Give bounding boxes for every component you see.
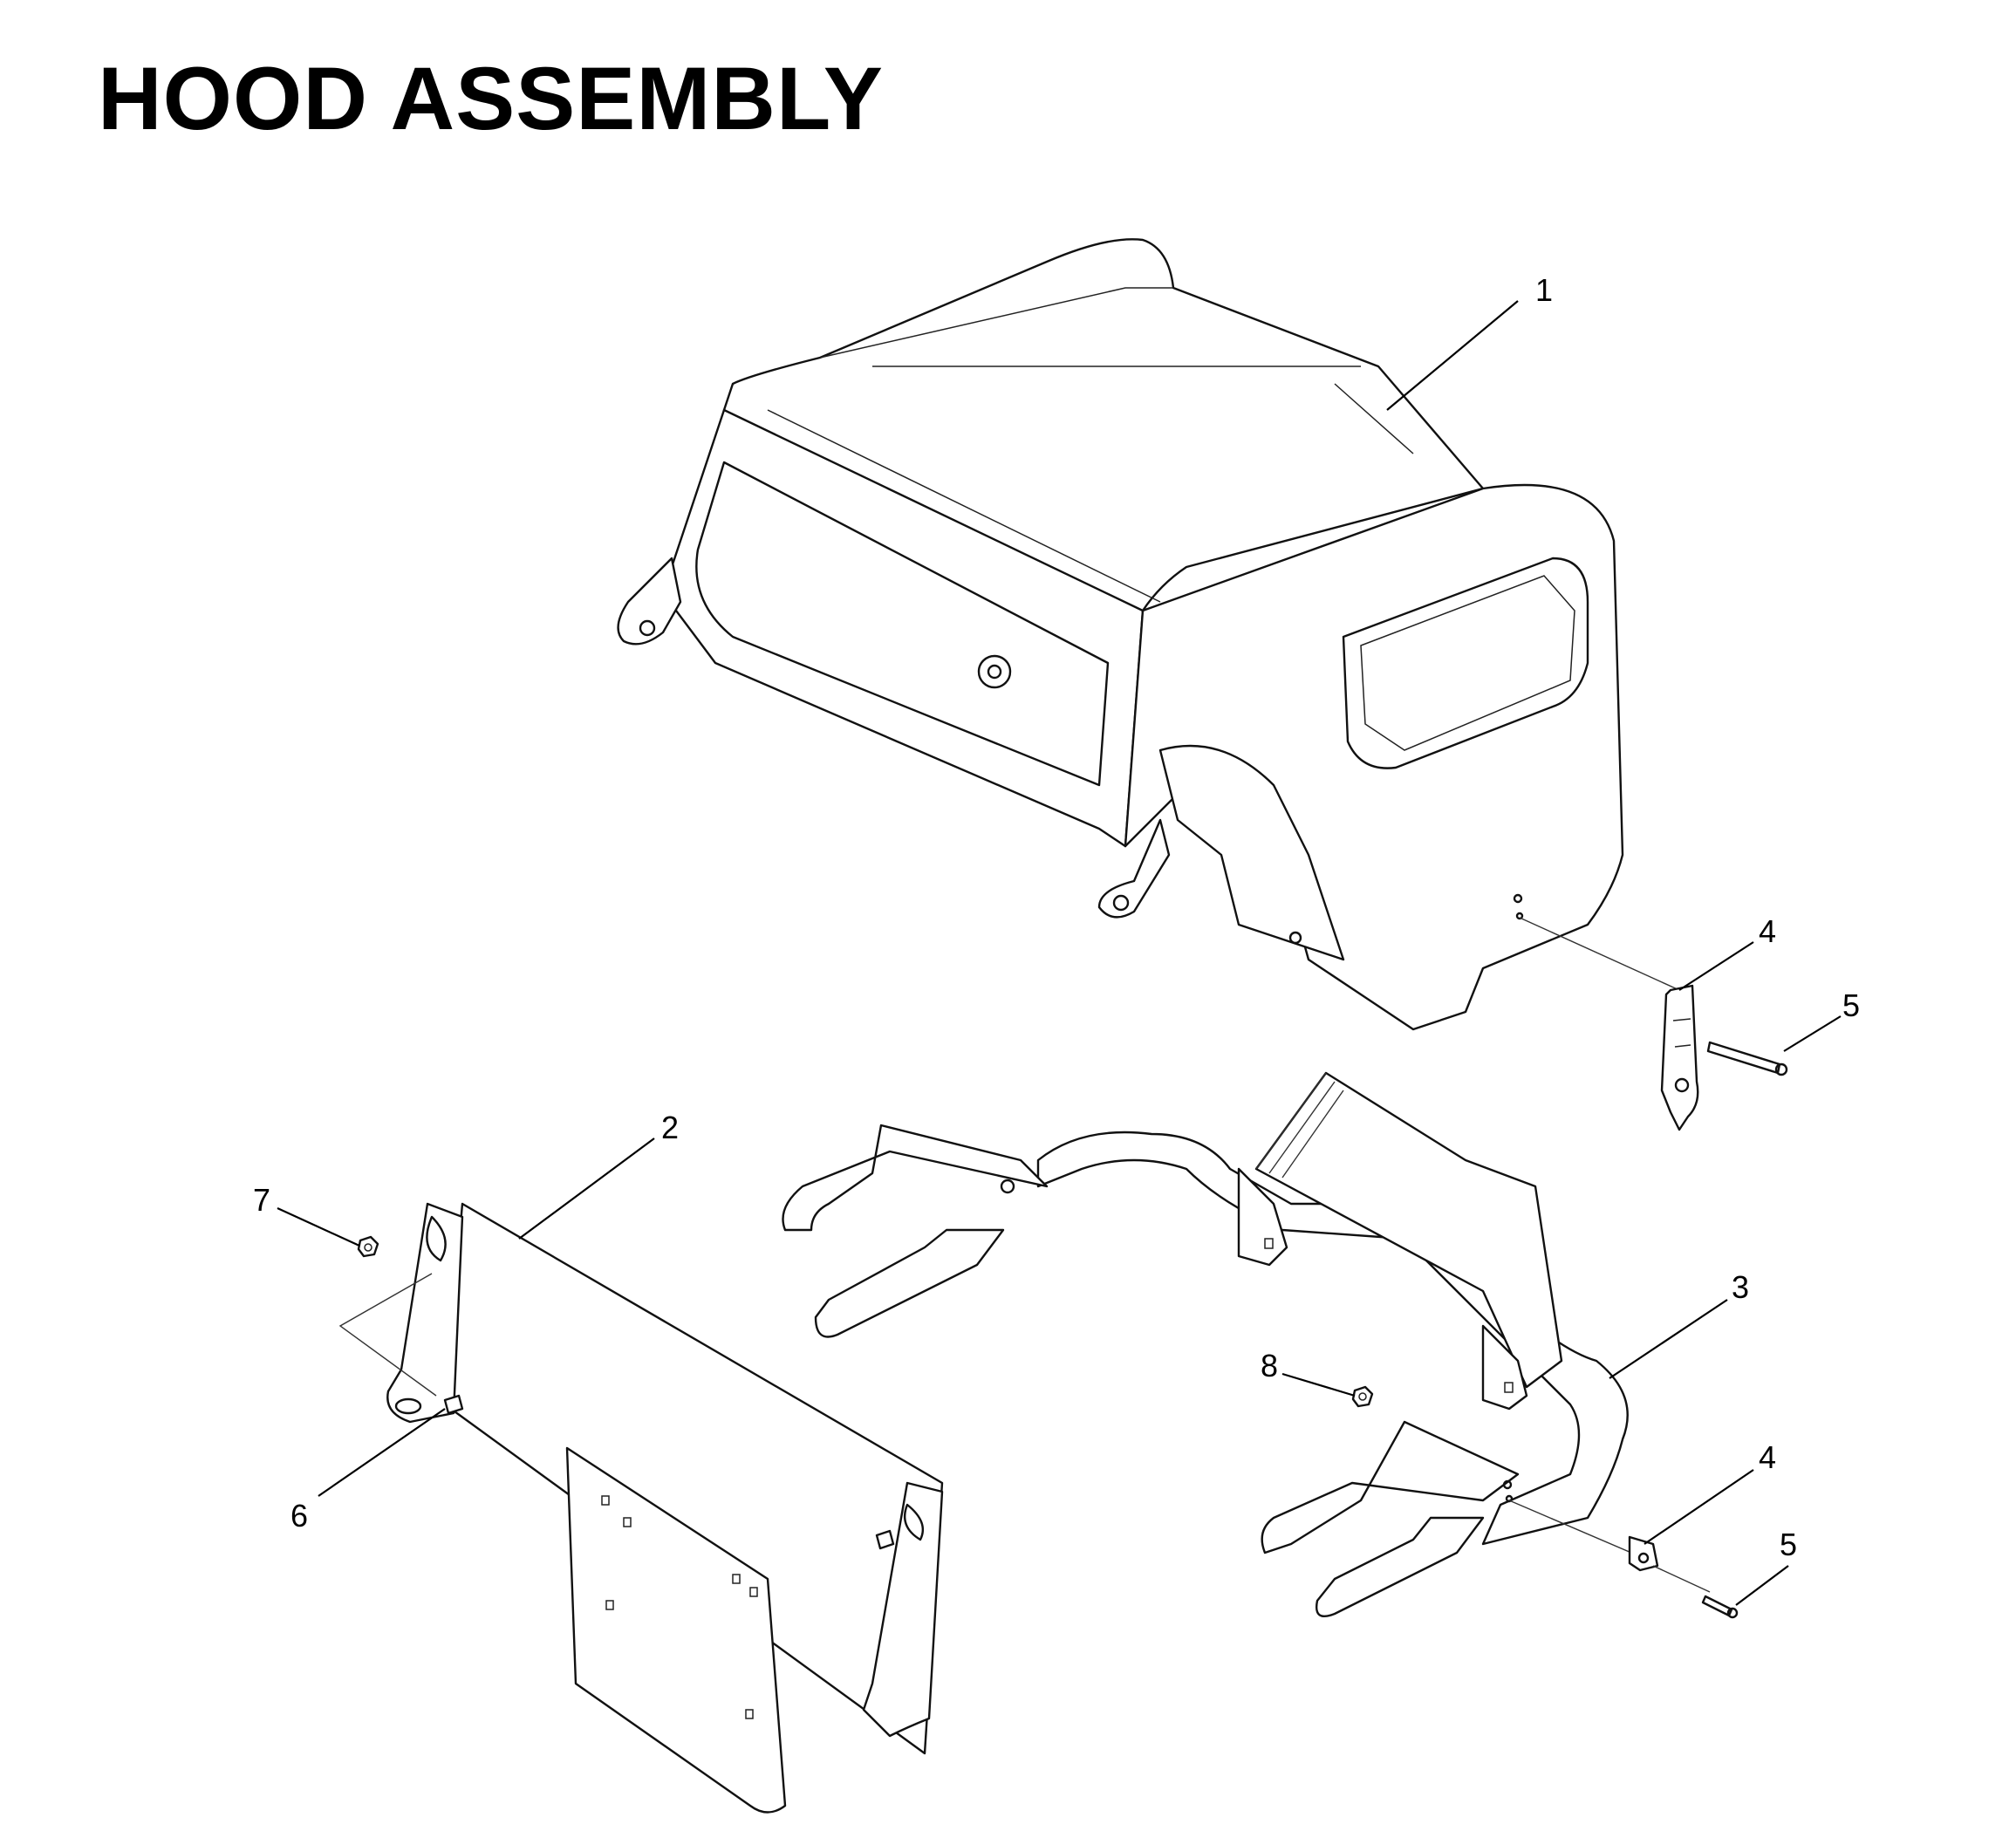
callout-5-upper: 5	[1842, 987, 1860, 1023]
leader-3	[1609, 1299, 1728, 1379]
nut-8	[1351, 1385, 1374, 1408]
leader-4b	[1644, 1469, 1754, 1545]
leader-8	[1281, 1372, 1356, 1397]
callout-6: 6	[290, 1498, 308, 1534]
callout-4-upper: 4	[1759, 913, 1776, 949]
callout-1: 1	[1535, 272, 1553, 308]
latch-lower	[1508, 1500, 1659, 1572]
leader-1	[1386, 300, 1519, 411]
callout-5-lower: 5	[1780, 1527, 1797, 1562]
page-title: HOOD ASSEMBLY	[98, 49, 884, 148]
pin-upper	[1706, 1041, 1788, 1076]
callout-4-lower: 4	[1759, 1439, 1776, 1475]
callout-7: 7	[253, 1182, 270, 1218]
leader-5b	[1735, 1565, 1789, 1606]
pin-lower	[1652, 1565, 1739, 1619]
leader-5a	[1783, 1015, 1842, 1052]
front-bracket	[338, 1202, 944, 1814]
latch-upper	[1519, 917, 1699, 1131]
callout-2: 2	[661, 1110, 679, 1145]
leader-7	[277, 1206, 360, 1247]
hood	[617, 238, 1624, 1031]
support-frame	[782, 1071, 1629, 1618]
callout-8: 8	[1261, 1348, 1278, 1383]
leader-6	[318, 1408, 446, 1497]
callout-3: 3	[1732, 1269, 1749, 1305]
nut-7	[357, 1235, 379, 1258]
leader-4a	[1678, 941, 1754, 991]
leader-2	[518, 1138, 655, 1240]
